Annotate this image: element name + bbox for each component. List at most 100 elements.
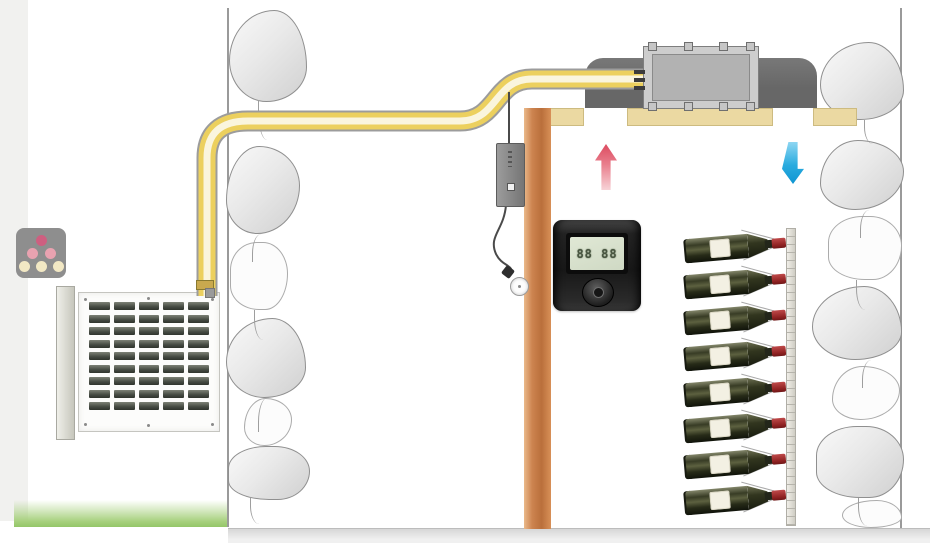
louver-slat bbox=[89, 302, 110, 310]
lcd-frame: 88 88 bbox=[566, 233, 628, 274]
logo-dot bbox=[53, 261, 64, 272]
louver-slat bbox=[113, 314, 135, 323]
bottle-capsule bbox=[771, 453, 787, 465]
pipe-connection-stub bbox=[634, 86, 645, 90]
bottle-capsule bbox=[771, 309, 787, 321]
wine-bottle bbox=[683, 481, 787, 517]
bottle-label bbox=[709, 382, 731, 403]
louver-slat bbox=[138, 302, 160, 310]
louver-slat bbox=[138, 389, 160, 398]
right-wall-stone bbox=[820, 140, 904, 210]
left-wall-stone bbox=[226, 146, 300, 234]
outdoor-condenser-unit bbox=[78, 292, 220, 432]
bottle-label bbox=[709, 418, 731, 439]
louver-slat bbox=[89, 402, 110, 410]
unit-clip bbox=[648, 42, 657, 51]
louver-slat bbox=[163, 389, 185, 398]
louver-slat bbox=[89, 389, 110, 398]
louver-slat bbox=[188, 314, 209, 323]
louver-slat bbox=[163, 302, 185, 310]
unit-clip bbox=[746, 102, 755, 111]
louver-slat bbox=[163, 402, 185, 410]
unit-clip bbox=[684, 42, 693, 51]
louver-slat bbox=[89, 352, 110, 360]
logo-dot bbox=[36, 235, 47, 246]
logo-dot bbox=[36, 261, 47, 272]
screw bbox=[211, 298, 214, 301]
left-wall-line bbox=[227, 8, 229, 527]
screw bbox=[147, 424, 150, 427]
louver-slat bbox=[163, 314, 185, 323]
left-wall-joint bbox=[254, 310, 267, 340]
thermostat-dial[interactable] bbox=[582, 278, 614, 307]
unit-clip bbox=[719, 102, 728, 111]
louver-slat bbox=[113, 302, 135, 310]
wine-bottle bbox=[683, 373, 787, 409]
wine-bottle bbox=[683, 409, 787, 445]
outlet-pin bbox=[518, 285, 521, 288]
wine-bottle bbox=[683, 229, 787, 265]
screw bbox=[147, 297, 150, 300]
louver-slat bbox=[89, 339, 110, 348]
louver-slat bbox=[188, 402, 209, 410]
bottle-capsule bbox=[771, 417, 787, 429]
wooden-post bbox=[524, 108, 551, 529]
bottle-label bbox=[709, 490, 731, 511]
louver-slat bbox=[113, 339, 135, 348]
cellar-floor bbox=[228, 528, 930, 543]
louver-slat bbox=[89, 377, 110, 385]
screw bbox=[84, 423, 87, 426]
left-wall-joint bbox=[252, 234, 265, 262]
logo-dot bbox=[19, 261, 30, 272]
bottle-capsule bbox=[771, 273, 787, 285]
left-wall-stone bbox=[229, 10, 307, 102]
wine-bottle bbox=[683, 265, 787, 301]
louver-slat bbox=[163, 352, 185, 360]
louver-slat bbox=[163, 364, 185, 373]
warm-air-up-arrow bbox=[595, 144, 617, 190]
louver-slat bbox=[113, 389, 135, 398]
louver-slat bbox=[89, 327, 110, 335]
power-plug bbox=[500, 264, 516, 280]
louver-slat bbox=[89, 314, 110, 323]
screw bbox=[211, 423, 214, 426]
rack-rail bbox=[786, 228, 796, 526]
condenser-bracket bbox=[56, 286, 75, 440]
bottle-capsule bbox=[771, 237, 787, 249]
pipe-valve-fitting bbox=[205, 288, 215, 298]
return-air-duct bbox=[585, 58, 647, 108]
evaporator-panel bbox=[652, 54, 750, 101]
louver-slat bbox=[138, 314, 160, 323]
left-wall-joint bbox=[250, 498, 263, 524]
louver-slat bbox=[188, 389, 209, 398]
junction-box-indicator bbox=[507, 183, 515, 191]
bottle-capsule bbox=[771, 345, 787, 357]
bottle-label bbox=[709, 310, 731, 331]
rail-ticks bbox=[787, 229, 795, 525]
logo-dot bbox=[27, 248, 38, 259]
bottle-capsule bbox=[771, 489, 787, 501]
louver-slat bbox=[188, 302, 209, 310]
louver-slat bbox=[113, 402, 135, 410]
bottle-label bbox=[709, 238, 731, 259]
logo-dot bbox=[45, 248, 56, 259]
louver-slat bbox=[138, 402, 160, 410]
louver-slat bbox=[113, 377, 135, 385]
louver-slat bbox=[188, 377, 209, 385]
louver-slat bbox=[188, 339, 209, 348]
louver-slat bbox=[188, 352, 209, 360]
wine-bottle bbox=[683, 445, 787, 481]
ceiling-beam bbox=[550, 108, 584, 126]
screw bbox=[84, 298, 87, 301]
unit-clip bbox=[684, 102, 693, 111]
condenser-grille bbox=[89, 302, 209, 422]
louver-slat bbox=[163, 339, 185, 348]
right-wall-joint bbox=[864, 120, 877, 144]
unit-clip bbox=[648, 102, 657, 111]
supply-air-duct bbox=[755, 58, 817, 108]
ceiling-evaporator-unit bbox=[643, 46, 759, 109]
louver-slat bbox=[89, 364, 110, 373]
ceiling-beam bbox=[813, 108, 857, 126]
louver-slat bbox=[163, 327, 185, 335]
